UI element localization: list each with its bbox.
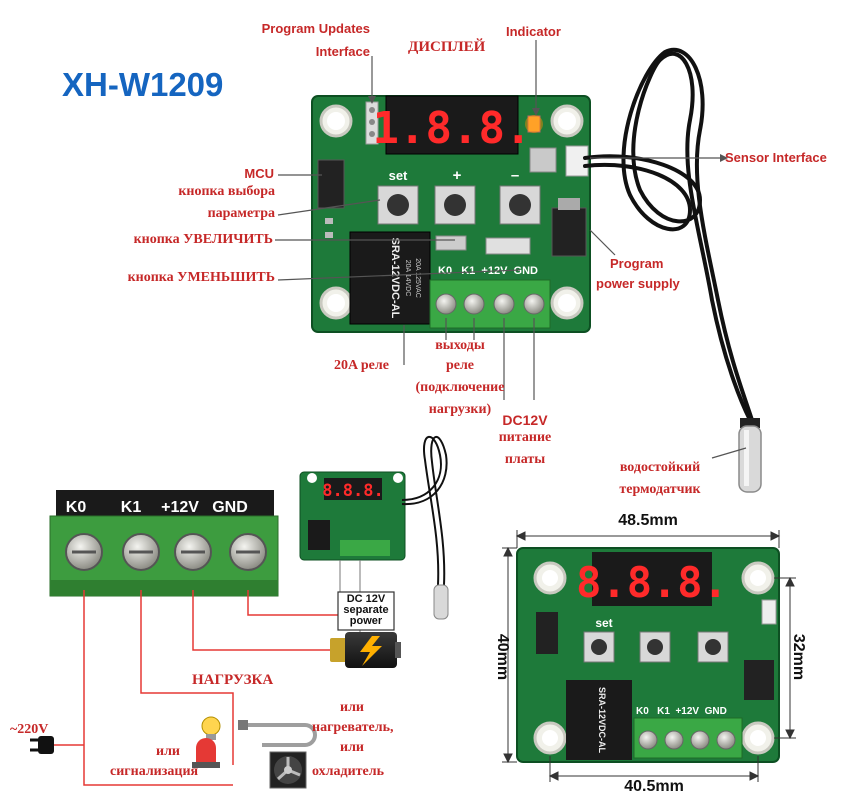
- sensor-cable: [583, 48, 754, 422]
- label-program-updates-1: Program Updates: [261, 21, 370, 36]
- label-sensor-2: термодатчик: [619, 482, 701, 497]
- terminal-k0: K0: [66, 499, 87, 516]
- label-alarm-or: или: [156, 744, 180, 759]
- relay: [349, 231, 431, 325]
- label-indicator: Indicator: [506, 24, 561, 39]
- dim-label-set: set: [595, 616, 612, 630]
- label-select-button-1: кнопка выбора: [178, 184, 275, 199]
- relay-rating-1: 20A 14VDC: [404, 260, 411, 297]
- board-buttons: [377, 185, 541, 225]
- dim-height: 40mm: [494, 633, 511, 681]
- label-select-button-2: параметра: [207, 206, 275, 221]
- led-display: [385, 95, 519, 155]
- fan-icon: [269, 751, 307, 789]
- mcu-chip: [317, 159, 345, 209]
- label-plus: +: [453, 167, 462, 184]
- battery-icon: [330, 632, 401, 668]
- label-dc-box-2: separate: [343, 604, 389, 616]
- dimension-lines: [502, 530, 796, 782]
- thumbnail-sensor-cable: [401, 435, 448, 586]
- label-increase-button: кнопка УВЕЛИЧИТЬ: [133, 232, 273, 247]
- heater-plug: [238, 720, 248, 730]
- lightbulb-icon: [201, 716, 221, 740]
- label-sensor-interface: Sensor Interface: [725, 150, 827, 165]
- heater-icon: [245, 723, 317, 747]
- sensor-probe: [738, 418, 762, 493]
- relay-rating-2: 20A 125VAC: [414, 258, 421, 298]
- label-sensor-1: водостойкий: [619, 460, 701, 475]
- terminal-k1: K1: [121, 499, 142, 516]
- label-220v: ~220V: [10, 722, 49, 737]
- label-program-updates-2: Interface: [315, 44, 370, 59]
- label-program-1: Program: [610, 256, 664, 271]
- label-dc-box-3: power: [349, 615, 383, 627]
- label-heater-2: нагреватель,: [312, 720, 394, 735]
- dim-bottom: 40.5mm: [624, 778, 684, 795]
- label-heater-1: или: [340, 700, 364, 715]
- page-title: XH-W1209: [62, 66, 224, 103]
- thumbnail-board: 8.8.8.: [299, 471, 406, 561]
- main-board: 1.8.8. set + – SRA-12VDC-AL: [311, 95, 591, 333]
- label-display: ДИСПЛЕЙ: [408, 39, 486, 55]
- dim-width: 48.5mm: [618, 512, 678, 529]
- dimension-board: 8.8.8.: [516, 547, 780, 763]
- dim-terminal-labels: K0 K1 +12V GND: [636, 706, 727, 717]
- terminal-gnd: GND: [212, 499, 248, 516]
- label-load: НАГРУЗКА: [192, 672, 274, 688]
- plug-icon: [30, 736, 54, 754]
- svg-text:8.8.8.: 8.8.8.: [576, 558, 728, 607]
- label-relay-outputs-4: нагрузки): [428, 402, 492, 417]
- label-relay-outputs-1: выходы: [435, 338, 485, 353]
- dc-box: [337, 591, 395, 631]
- relay-model: SRA-12VDC-AL: [389, 238, 401, 319]
- label-relay-outputs-2: реле: [445, 358, 475, 373]
- display-digits: 1.8.8.: [373, 103, 532, 154]
- terminal-12v: +12V: [161, 499, 199, 516]
- wires: [83, 590, 340, 786]
- label-dc12v-1: DC12V: [502, 412, 548, 428]
- label-mcu: MCU: [244, 166, 274, 181]
- svg-text:8.8.8.: 8.8.8.: [322, 481, 383, 501]
- leader-lines: [275, 40, 747, 459]
- leader-arrowheads: [368, 96, 728, 162]
- label-minus: –: [511, 167, 519, 184]
- dim-relay-model: SRA-12VDC-AL: [597, 687, 607, 754]
- label-program-2: power supply: [596, 276, 680, 291]
- label-relay-20a: 20A реле: [334, 358, 389, 373]
- label-dc12v-3: платы: [504, 452, 546, 467]
- dim-inner-height: 32mm: [790, 633, 807, 681]
- label-set: set: [389, 168, 408, 183]
- label-dc-box-1: DC 12V: [346, 593, 386, 605]
- label-alarm: сигнализация: [110, 764, 199, 779]
- label-relay-outputs-3: (подключение: [415, 380, 505, 395]
- siren-icon: [192, 738, 220, 768]
- label-cooler: охладитель: [312, 764, 385, 779]
- thumbnail-probe: [433, 584, 449, 620]
- label-dc12v-2: питание: [498, 430, 552, 445]
- big-terminal-block: [49, 490, 279, 597]
- label-heater-3: или: [340, 740, 364, 755]
- label-decrease-button: кнопка УМЕНЬШИТЬ: [127, 270, 275, 285]
